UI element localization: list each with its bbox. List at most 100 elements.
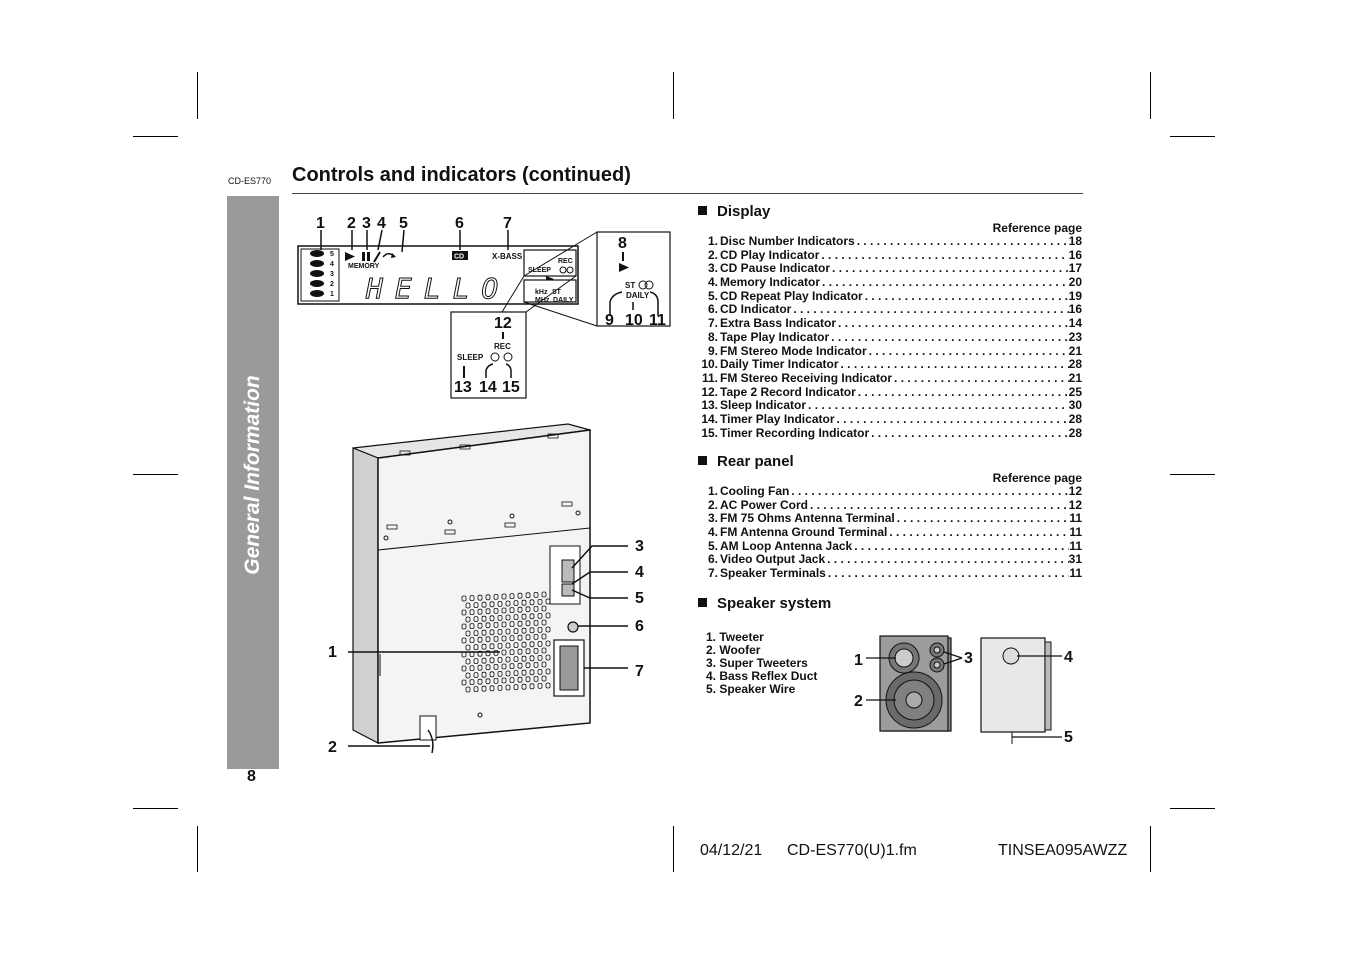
vent-slot	[513, 628, 519, 635]
vent-slot	[541, 605, 547, 612]
item-label: CD Repeat Play Indicator	[720, 289, 863, 303]
item-page: 23	[1068, 330, 1082, 344]
leader-dots	[836, 317, 1069, 331]
section-side-tab	[227, 196, 279, 769]
item-page: 28	[1068, 426, 1082, 440]
item-number: 9.	[707, 344, 718, 358]
vent-slot	[501, 607, 507, 614]
vent-slot	[505, 628, 511, 635]
vent-slot	[501, 635, 507, 642]
model-code: CD-ES770	[228, 176, 272, 186]
vent-slot	[545, 640, 551, 647]
zoom-sleep-label: SLEEP	[457, 353, 484, 362]
vent-slot	[501, 621, 507, 628]
disc-icon	[310, 250, 324, 257]
vent-slot	[513, 656, 519, 663]
vent-slot	[533, 605, 539, 612]
vent-slot	[505, 600, 511, 607]
display-index-item: 9.FM Stereo Mode Indicator21	[697, 345, 1082, 359]
leader-dots	[830, 262, 1069, 276]
leader-dots	[856, 386, 1069, 400]
vent-slot	[505, 642, 511, 649]
vent-slot	[477, 678, 483, 685]
vent-slot	[465, 630, 471, 637]
disc-icon	[310, 260, 324, 267]
leader-dots	[892, 372, 1069, 386]
vent-slot	[469, 665, 475, 672]
item-number: 15.	[701, 426, 718, 440]
vent-slot	[517, 592, 523, 599]
vent-slot	[497, 684, 503, 691]
vent-slot	[521, 627, 527, 634]
vent-slot	[509, 607, 515, 614]
vent-slot	[529, 669, 535, 676]
item-page: 17	[1068, 262, 1082, 276]
item-number: 1.	[707, 235, 718, 248]
item-number: 13.	[701, 399, 718, 413]
callout-1: 1	[316, 215, 325, 232]
vent-slot	[501, 663, 507, 670]
page-number: 8	[247, 768, 256, 785]
item-number: 8.	[707, 330, 718, 344]
cooling-fan-grille	[461, 591, 551, 693]
vent-slot	[537, 612, 543, 619]
rear-index-item: 6.Video Output Jack31	[697, 553, 1082, 567]
display-section-heading: Display	[698, 203, 770, 220]
crop-mark	[133, 808, 178, 809]
item-page: 20	[1068, 276, 1082, 290]
rear-callout-7: 7	[635, 663, 644, 680]
leader-dots	[789, 485, 1068, 499]
rec-label: REC	[558, 258, 573, 265]
vent-slot	[473, 686, 479, 693]
crop-mark	[197, 826, 198, 872]
vent-slot	[521, 683, 527, 690]
vent-slot	[489, 657, 495, 664]
disc-number: 4	[330, 261, 334, 268]
vent-slot	[485, 678, 491, 685]
crop-mark	[133, 136, 178, 137]
item-number: 14.	[701, 412, 718, 426]
vent-slot	[485, 636, 491, 643]
callout-5: 5	[399, 215, 408, 232]
vent-slot	[469, 609, 475, 616]
vent-slot	[461, 637, 467, 644]
vent-slot	[521, 641, 527, 648]
display-index-item: 2.CD Play Indicator16	[697, 249, 1082, 263]
vent-slot	[517, 676, 523, 683]
item-number: 7.	[707, 317, 718, 331]
leader-dots	[826, 567, 1069, 581]
vent-slot	[517, 648, 523, 655]
vent-slot	[493, 621, 499, 628]
vent-slot	[509, 649, 515, 656]
vent-slot	[473, 658, 479, 665]
rear-panel-figure: 1 2 3 4 5 6 7	[328, 423, 644, 756]
disc-number: 3	[330, 271, 334, 278]
vent-slot	[505, 656, 511, 663]
vent-slot	[489, 615, 495, 622]
vent-slot	[477, 650, 483, 657]
vent-slot	[517, 606, 523, 613]
vent-slot	[545, 626, 551, 633]
vent-slot	[525, 648, 531, 655]
disc-icon	[310, 270, 324, 277]
speaker-callout-1: 1	[854, 652, 863, 669]
item-label: Speaker Terminals	[720, 567, 826, 581]
speaker-callout-2: 2	[854, 693, 863, 710]
callout-9: 9	[605, 312, 614, 329]
vent-slot	[545, 654, 551, 661]
vent-slot	[465, 672, 471, 679]
leader-dots	[867, 345, 1069, 359]
item-label: Tape Play Indicator	[720, 330, 830, 344]
display-index-item: 11.FM Stereo Receiving Indicator21	[697, 372, 1082, 386]
item-page: 14	[1068, 317, 1082, 331]
vent-slot	[513, 642, 519, 649]
vent-slot	[501, 649, 507, 656]
title-rule	[292, 193, 1083, 194]
daily-label: DAILY	[553, 297, 574, 304]
vent-slot	[529, 613, 535, 620]
vent-slot	[473, 630, 479, 637]
callout-15: 15	[502, 379, 520, 396]
vent-slot	[505, 684, 511, 691]
footer-file: CD-ES770(U)1.fm	[787, 842, 917, 859]
